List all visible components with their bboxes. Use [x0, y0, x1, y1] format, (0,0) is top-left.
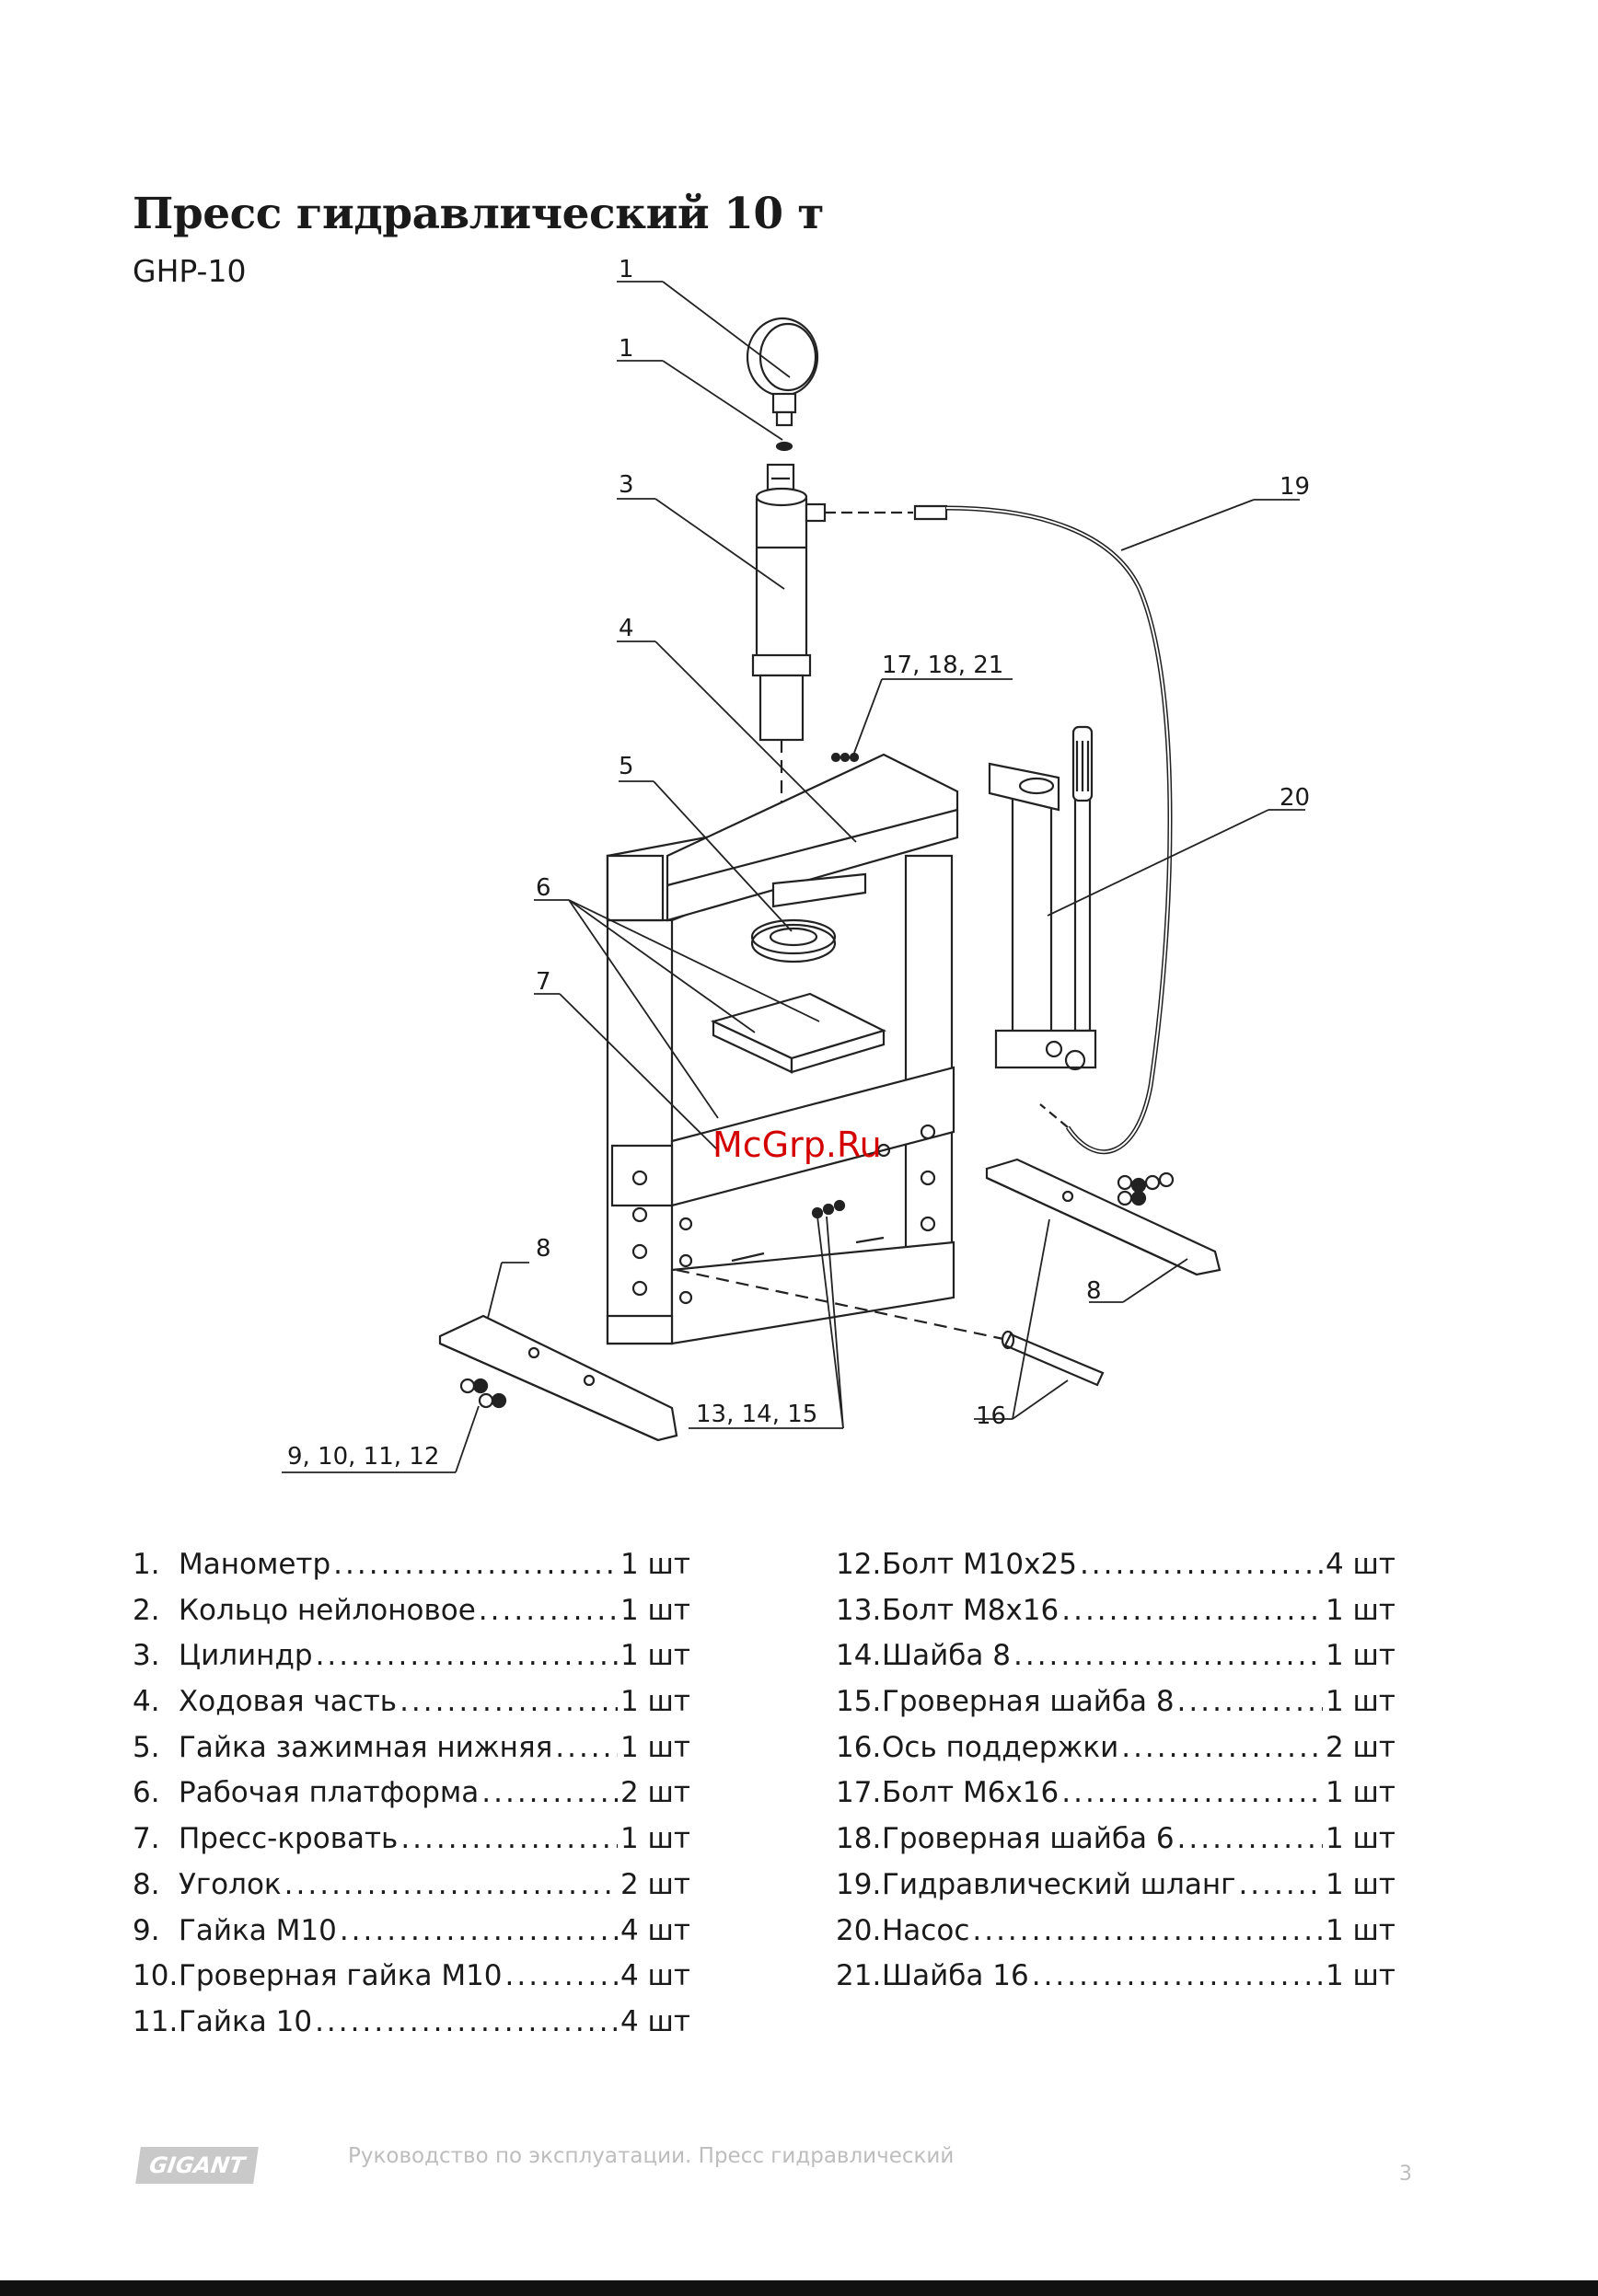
callout-6: 6 [536, 874, 551, 902]
list-item: 3.Цилиндр1 шт [133, 1633, 690, 1679]
list-item: 8.Уголок2 шт [133, 1863, 690, 1909]
list-item: 2.Кольцо нейлоновое1 шт [133, 1588, 690, 1634]
callout-9-10-11-12: 9, 10, 11, 12 [287, 1443, 440, 1471]
callout-8-right: 8 [1086, 1277, 1102, 1305]
list-item: 19.Гидравлический шланг1 шт [836, 1863, 1395, 1909]
callout-7: 7 [536, 968, 551, 996]
list-item: 14.Шайба 81 шт [836, 1633, 1395, 1679]
list-item: 15.Гроверная шайба 81 шт [836, 1679, 1395, 1725]
callout-20: 20 [1280, 784, 1311, 812]
list-item: 21.Шайба 161 шт [836, 1954, 1395, 2000]
watermark: McGrp.Ru [712, 1125, 882, 1165]
bottom-border [0, 2280, 1598, 2296]
list-item: 7.Пресс-кровать1 шт [133, 1817, 690, 1863]
footer-title: Руководство по эксплуатации. Пресс гидра… [348, 2144, 955, 2168]
callout-1-gauge: 1 [619, 256, 634, 283]
callout-16: 16 [976, 1402, 1007, 1430]
list-item: 1.Манометр1 шт [133, 1542, 690, 1588]
callout-1-ring: 1 [619, 335, 634, 363]
leader-lines [282, 281, 1305, 1473]
list-item: 12.Болт М10х254 шт [836, 1542, 1395, 1588]
callout-3: 3 [619, 471, 634, 499]
callout-17-18-21: 17, 18, 21 [882, 652, 1004, 679]
bracket-left [438, 1314, 678, 1442]
list-item: 5.Гайка зажимная нижняя1 шт [133, 1725, 690, 1771]
list-item: 13.Болт М8х161 шт [836, 1588, 1395, 1634]
callout-19: 19 [1280, 473, 1311, 501]
page-number: 3 [1399, 2163, 1412, 2186]
support-pin [676, 1268, 1105, 1387]
page-title: Пресс гидравлический 10 т [133, 189, 825, 239]
list-item: 4.Ходовая часть1 шт [133, 1679, 690, 1725]
list-item: 6.Рабочая платформа2 шт [133, 1771, 690, 1817]
frame-part [606, 753, 959, 1345]
list-item: 20.Насос1 шт [836, 1909, 1395, 1955]
list-item: 9.Гайка М104 шт [133, 1909, 690, 1955]
parts-list-right: 12.Болт М10х254 шт 13.Болт М8х161 шт 14.… [836, 1542, 1395, 2000]
parts-list-left: 1.Манометр1 шт 2.Кольцо нейлоновое1 шт 3… [133, 1542, 690, 2046]
list-item: 10.Гроверная гайка М104 шт [133, 1954, 690, 2000]
callout-8-left: 8 [536, 1235, 551, 1263]
list-item: 17.Болт М6х161 шт [836, 1771, 1395, 1817]
press-drawing [282, 281, 1305, 1473]
bracket-right [985, 1158, 1222, 1276]
callout-13-14-15: 13, 14, 15 [696, 1401, 818, 1428]
gauge-part [746, 317, 819, 452]
callout-5: 5 [619, 753, 634, 780]
hose-part [825, 504, 1173, 1154]
list-item: 11.Гайка 104 шт [133, 2000, 690, 2046]
list-item: 16.Ось поддержки2 шт [836, 1725, 1395, 1771]
pump-part [988, 725, 1097, 1071]
fasteners [459, 752, 1175, 1409]
brand-logo: GIGANT [135, 2147, 259, 2184]
model-code: GHP-10 [133, 253, 247, 289]
exploded-diagram: 1 1 3 4 5 6 7 8 8 16 19 20 17, 18, 21 13… [282, 256, 1311, 1473]
callout-4: 4 [619, 615, 634, 642]
list-item: 18.Гроверная шайба 61 шт [836, 1817, 1395, 1863]
